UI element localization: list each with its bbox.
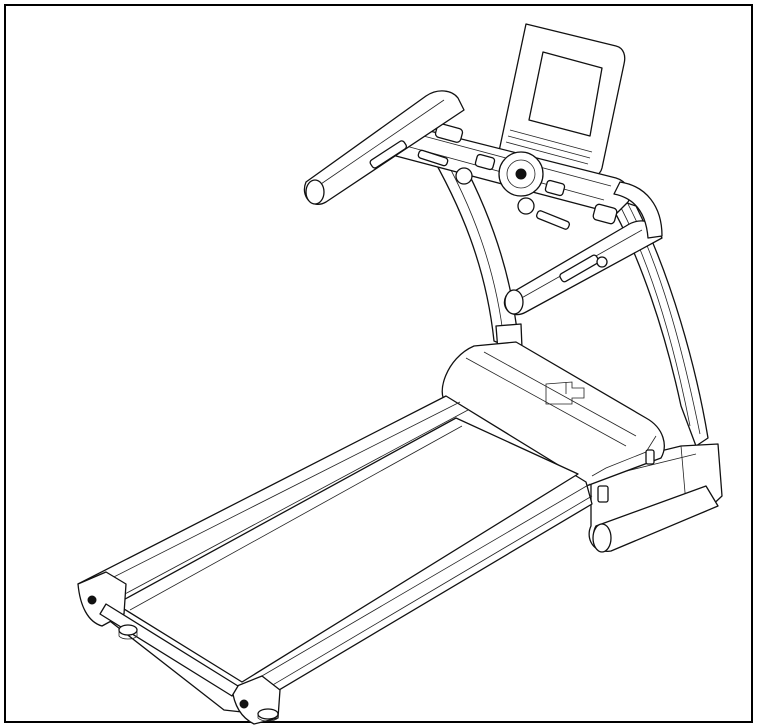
treadmill-drawing — [77, 23, 723, 725]
motor-hood — [441, 341, 665, 489]
console-screen — [497, 23, 626, 178]
left-handrail — [303, 90, 465, 205]
hood-side-detail — [591, 435, 657, 503]
leveling-feet — [118, 624, 279, 722]
figure-frame — [4, 4, 753, 725]
running-belt — [115, 417, 579, 683]
console-bar — [389, 123, 631, 230]
right-handrail — [503, 181, 663, 316]
